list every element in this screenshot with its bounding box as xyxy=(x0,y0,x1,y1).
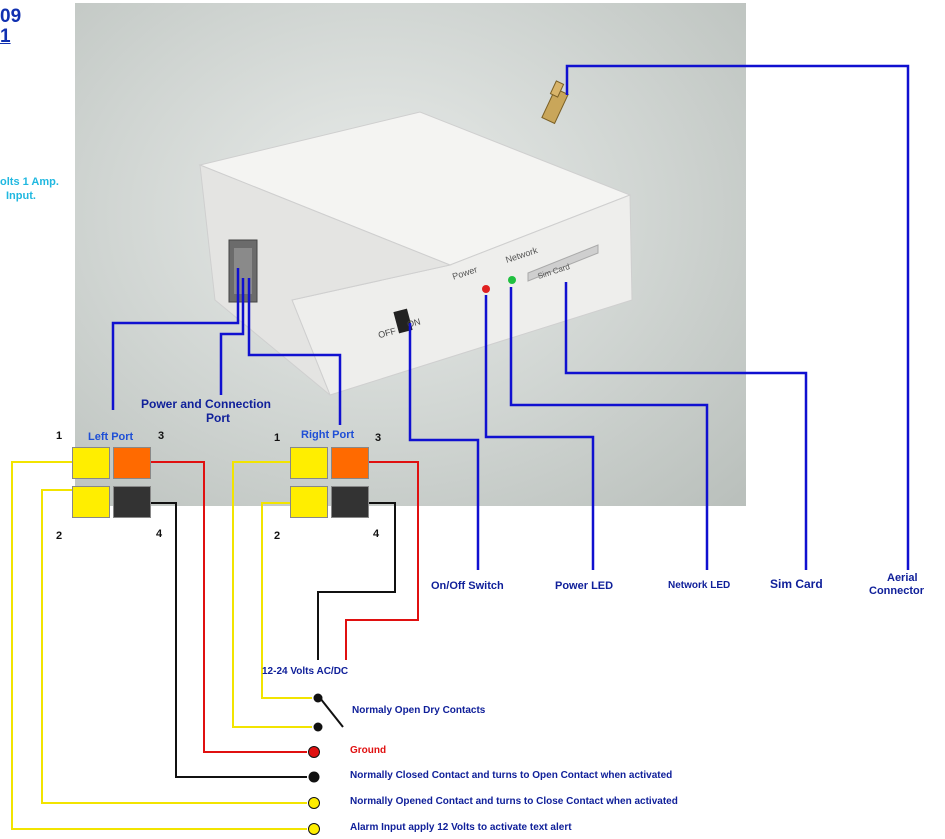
aerial-label-2: Connector xyxy=(869,585,924,597)
note-line-2: Input. xyxy=(6,190,36,202)
power-led-label: Power LED xyxy=(555,580,614,592)
note-line-1: olts 1 Amp. xyxy=(0,176,59,188)
connection-ground: Ground xyxy=(350,745,387,756)
right-pin-number-3: 3 xyxy=(375,432,382,444)
left-port-label: Left Port xyxy=(88,431,134,443)
left-pin-number-1: 1 xyxy=(56,430,63,442)
connection-normally-opened: Normally Opened Contact and turns to Clo… xyxy=(350,796,678,807)
left-pin-4 xyxy=(113,486,151,518)
title-line-1: 09 xyxy=(0,6,22,27)
volts-label: 12-24 Volts AC/DC xyxy=(262,666,349,677)
left-pin-number-2: 2 xyxy=(56,530,63,542)
right-pin-number-1: 1 xyxy=(274,432,281,444)
left-pin-number-3: 3 xyxy=(158,430,165,442)
right-pin-1 xyxy=(290,447,328,479)
right-port-label: Right Port xyxy=(301,429,355,441)
left-pin-1 xyxy=(72,447,110,479)
right-pin-number-2: 2 xyxy=(274,530,281,542)
on-off-switch-label: On/Off Switch xyxy=(431,580,504,592)
left-pin-2 xyxy=(72,486,110,518)
right-pin-3 xyxy=(331,447,369,479)
right-pin-4 xyxy=(331,486,369,518)
sim-card-label: Sim Card xyxy=(770,577,823,591)
left-pin-number-4: 4 xyxy=(156,528,163,540)
connection-dry-contacts: Normaly Open Dry Contacts xyxy=(352,705,486,716)
power-connection-port-label-1: Power and Connection xyxy=(141,397,272,411)
power-connection-port-label-2: Port xyxy=(206,411,230,425)
network-led-label: Network LED xyxy=(668,580,731,591)
right-pin-number-4: 4 xyxy=(373,528,380,540)
right-pin-2 xyxy=(290,486,328,518)
left-pin-3 xyxy=(113,447,151,479)
connection-alarm-input: Alarm Input apply 12 Volts to activate t… xyxy=(350,822,572,833)
aerial-label-1: Aerial xyxy=(887,572,918,584)
title-line-2: 1 xyxy=(0,26,11,47)
connection-normally-closed: Normally Closed Contact and turns to Ope… xyxy=(350,770,673,781)
